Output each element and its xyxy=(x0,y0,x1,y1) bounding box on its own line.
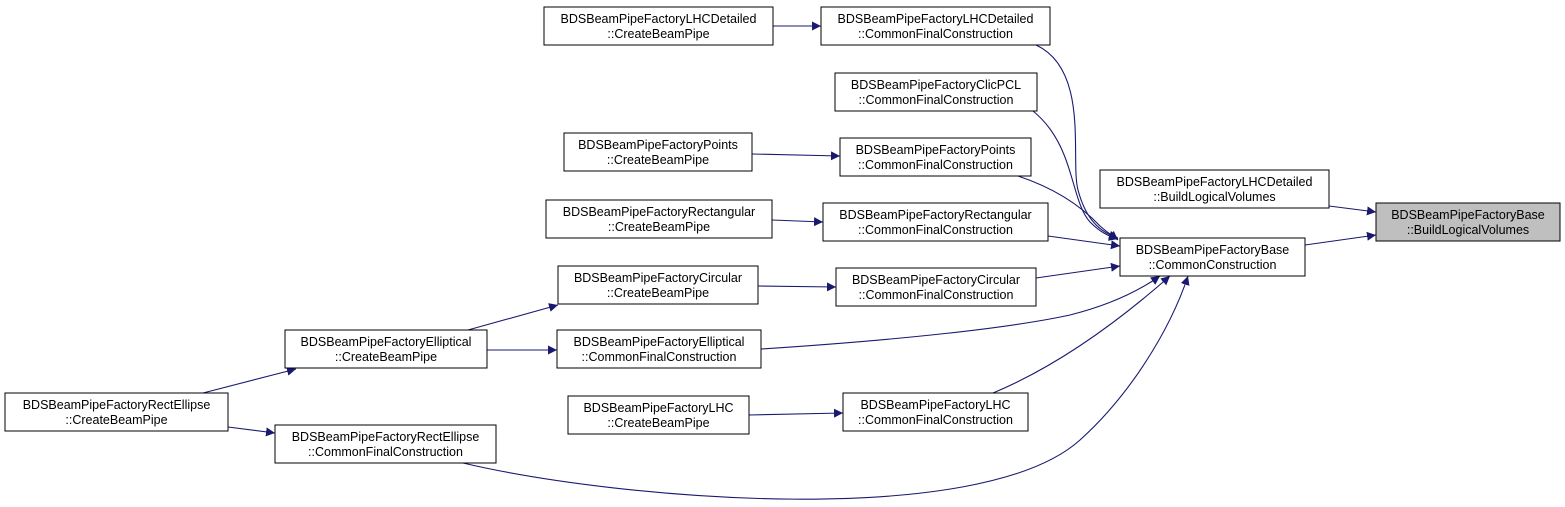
node-class-name: BDSBeamPipeFactoryLHC xyxy=(583,401,733,415)
node-base-blv[interactable]: BDSBeamPipeFactoryBase::BuildLogicalVolu… xyxy=(1375,202,1561,242)
node-box[interactable] xyxy=(1119,237,1306,277)
node-class-name: BDSBeamPipeFactoryElliptical xyxy=(301,335,472,349)
node-base-cc[interactable]: BDSBeamPipeFactoryBase::CommonConstructi… xyxy=(1119,237,1306,277)
node-class-name: BDSBeamPipeFactoryClicPCL xyxy=(851,78,1021,92)
node-box[interactable] xyxy=(822,202,1049,242)
node-box[interactable] xyxy=(284,329,488,369)
node-box[interactable] xyxy=(835,267,1037,307)
node-lhcd-blv[interactable]: BDSBeamPipeFactoryLHCDetailed::BuildLogi… xyxy=(1099,169,1330,209)
node-circ-create[interactable]: BDSBeamPipeFactoryCircular::CreateBeamPi… xyxy=(557,265,759,305)
node-rect-cfc[interactable]: BDSBeamPipeFactoryRectangular::CommonFin… xyxy=(822,202,1049,242)
node-lhcd-cfc[interactable]: BDSBeamPipeFactoryLHCDetailed::CommonFin… xyxy=(820,6,1051,46)
node-class-name: BDSBeamPipeFactoryCircular xyxy=(574,271,742,285)
node-pts-cfc[interactable]: BDSBeamPipeFactoryPoints::CommonFinalCon… xyxy=(839,137,1032,177)
node-method-name: ::CommonFinalConstruction xyxy=(859,288,1014,302)
node-method-name: ::CommonFinalConstruction xyxy=(859,93,1014,107)
node-box[interactable] xyxy=(1375,202,1561,242)
node-ell-create[interactable]: BDSBeamPipeFactoryElliptical::CreateBeam… xyxy=(284,329,488,369)
edge-lhcd_blv-to-base_blv xyxy=(1328,205,1377,216)
node-method-name: ::CommonFinalConstruction xyxy=(858,223,1013,237)
node-class-name: BDSBeamPipeFactoryRectEllipse xyxy=(292,430,480,444)
node-method-name: ::CreateBeamPipe xyxy=(65,413,167,427)
node-class-name: BDSBeamPipeFactoryRectEllipse xyxy=(23,398,211,412)
node-re-create[interactable]: BDSBeamPipeFactoryRectEllipse::CreateBea… xyxy=(4,392,229,432)
node-box[interactable] xyxy=(820,6,1051,46)
node-class-name: BDSBeamPipeFactoryBase xyxy=(1391,208,1545,222)
edge-re_cfc-to-base_cc xyxy=(462,275,1190,500)
node-method-name: ::CommonFinalConstruction xyxy=(858,413,1013,427)
node-circ-cfc[interactable]: BDSBeamPipeFactoryCircular::CommonFinalC… xyxy=(835,267,1037,307)
node-box[interactable] xyxy=(567,395,750,435)
edge-lhc_create-to-lhc_cfc xyxy=(748,408,844,418)
node-box[interactable] xyxy=(563,132,753,172)
edge-re_create-to-re_cfc xyxy=(227,426,276,437)
edge-rect_create-to-rect_cfc xyxy=(771,217,824,227)
node-class-name: BDSBeamPipeFactoryCircular xyxy=(852,273,1020,287)
edge-ell_cfc-to-base_cc xyxy=(760,275,1161,350)
edge-base_cc-to-base_blv xyxy=(1304,231,1377,246)
node-method-name: ::CommonFinalConstruction xyxy=(858,158,1013,172)
edges-layer xyxy=(202,21,1377,500)
node-box[interactable] xyxy=(1099,169,1330,209)
node-box[interactable] xyxy=(557,265,759,305)
node-class-name: BDSBeamPipeFactoryBase xyxy=(1136,243,1290,257)
node-method-name: ::CreateBeamPipe xyxy=(607,416,709,430)
node-class-name: BDSBeamPipeFactoryRectangular xyxy=(563,205,755,219)
edge-lhc_cfc-to-base_cc xyxy=(992,275,1171,394)
node-class-name: BDSBeamPipeFactoryPoints xyxy=(578,138,738,152)
node-class-name: BDSBeamPipeFactoryLHC xyxy=(860,398,1010,412)
node-method-name: ::CommonFinalConstruction xyxy=(582,350,737,364)
node-method-name: ::CommonFinalConstruction xyxy=(858,27,1013,41)
node-class-name: BDSBeamPipeFactoryLHCDetailed xyxy=(838,12,1034,26)
node-box[interactable] xyxy=(545,199,773,239)
edge-pts_create-to-pts_cfc xyxy=(751,151,841,161)
node-lhc-create[interactable]: BDSBeamPipeFactoryLHC::CreateBeamPipe xyxy=(567,395,750,435)
node-ell-cfc[interactable]: BDSBeamPipeFactoryElliptical::CommonFina… xyxy=(556,329,762,369)
node-method-name: ::CommonConstruction xyxy=(1149,258,1277,272)
node-method-name: ::CreateBeamPipe xyxy=(607,286,709,300)
node-box[interactable] xyxy=(4,392,229,432)
node-box[interactable] xyxy=(839,137,1032,177)
edge-clic_cfc-to-base_cc xyxy=(1032,110,1119,241)
node-method-name: ::CreateBeamPipe xyxy=(335,350,437,364)
node-box[interactable] xyxy=(834,72,1038,112)
node-lhcd-create[interactable]: BDSBeamPipeFactoryLHCDetailed::CreateBea… xyxy=(543,6,774,46)
node-method-name: ::CreateBeamPipe xyxy=(607,153,709,167)
nodes-layer: BDSBeamPipeFactoryLHCDetailed::CreateBea… xyxy=(4,6,1561,464)
edge-pts_cfc-to-base_cc xyxy=(1017,175,1119,241)
node-method-name: ::BuildLogicalVolumes xyxy=(1407,223,1529,237)
node-lhc-cfc[interactable]: BDSBeamPipeFactoryLHC::CommonFinalConstr… xyxy=(842,392,1029,432)
node-pts-create[interactable]: BDSBeamPipeFactoryPoints::CreateBeamPipe xyxy=(563,132,753,172)
node-class-name: BDSBeamPipeFactoryLHCDetailed xyxy=(561,12,757,26)
node-clic-cfc[interactable]: BDSBeamPipeFactoryClicPCL::CommonFinalCo… xyxy=(834,72,1038,112)
node-box[interactable] xyxy=(556,329,762,369)
edge-circ_cfc-to-base_cc xyxy=(1035,262,1121,279)
edge-rect_cfc-to-base_cc xyxy=(1047,235,1121,250)
node-method-name: ::CreateBeamPipe xyxy=(607,27,709,41)
node-class-name: BDSBeamPipeFactoryLHCDetailed xyxy=(1117,175,1313,189)
node-re-cfc[interactable]: BDSBeamPipeFactoryRectEllipse::CommonFin… xyxy=(274,424,497,464)
edge-lhcd_cfc-to-base_cc xyxy=(1035,44,1119,240)
node-box[interactable] xyxy=(842,392,1029,432)
edge-circ_create-to-circ_cfc xyxy=(757,282,837,292)
node-class-name: BDSBeamPipeFactoryRectangular xyxy=(839,208,1031,222)
edge-ell_create-to-circ_create xyxy=(467,303,559,331)
node-method-name: ::BuildLogicalVolumes xyxy=(1153,190,1275,204)
node-class-name: BDSBeamPipeFactoryElliptical xyxy=(574,335,745,349)
node-box[interactable] xyxy=(543,6,774,46)
edge-re_create-to-ell_create xyxy=(202,366,297,394)
node-rect-create[interactable]: BDSBeamPipeFactoryRectangular::CreateBea… xyxy=(545,199,773,239)
node-method-name: ::CreateBeamPipe xyxy=(608,220,710,234)
node-class-name: BDSBeamPipeFactoryPoints xyxy=(856,143,1016,157)
node-box[interactable] xyxy=(274,424,497,464)
node-method-name: ::CommonFinalConstruction xyxy=(308,445,463,459)
